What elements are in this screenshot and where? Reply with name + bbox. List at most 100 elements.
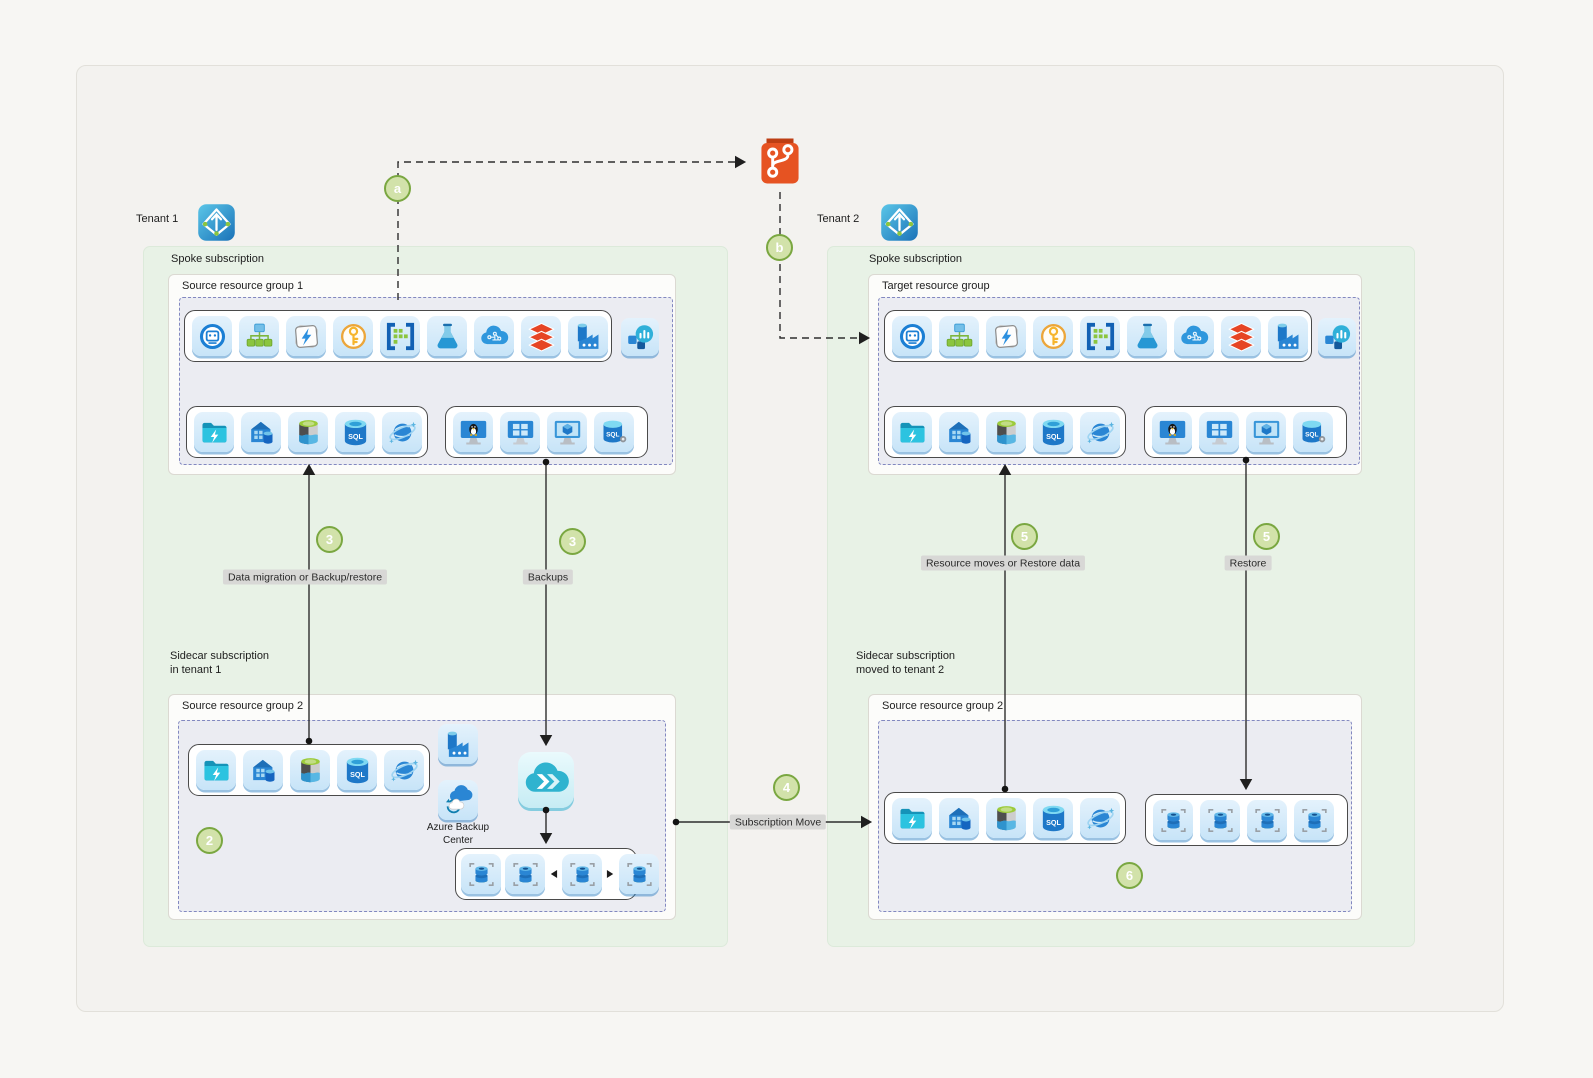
storage-account-icon <box>939 798 979 838</box>
source-resource-group-2-right-title: Source resource group 2 <box>882 700 1004 712</box>
flow-left-arrow <box>549 868 558 880</box>
data-factory-icon <box>438 724 478 764</box>
node-vm-icon <box>547 412 587 452</box>
entra-id-icon <box>197 203 236 242</box>
databricks-icon <box>1221 316 1261 356</box>
site-recovery-icon <box>518 752 574 808</box>
azure-monitor-icon <box>621 318 659 356</box>
source-resource-group-2-left-title: Source resource group 2 <box>182 700 304 712</box>
disk-snapshot-icon <box>505 854 545 894</box>
data-explorer-icon <box>380 316 420 356</box>
key-vault-icon <box>1033 316 1073 356</box>
sidecar-label-right: Sidecar subscription moved to tenant 2 <box>856 650 955 677</box>
cosmos-db-icon <box>1080 412 1120 452</box>
tenant2-label: Tenant 2 <box>817 213 860 225</box>
windows-vm-icon <box>500 412 540 452</box>
sidecar-label-left: Sidecar subscription in tenant 1 <box>170 650 269 677</box>
rg2-left-storage-icons: SQL <box>188 744 430 796</box>
files-share-icon <box>196 750 236 790</box>
step-b-badge: b <box>766 234 793 261</box>
rg1-left-storage-icons: SQL <box>186 406 428 458</box>
sidecar-label-right-line2: moved to tenant 2 <box>856 663 945 676</box>
rg1-right-service-icons <box>884 310 1312 362</box>
ai-cloud-icon <box>474 316 514 356</box>
backup-center-icon <box>438 780 478 820</box>
target-resource-group-title: Target resource group <box>882 280 990 292</box>
step-a-badge: a <box>384 175 411 202</box>
svg-text:SQL: SQL <box>1046 432 1061 441</box>
storage-account-icon <box>939 412 979 452</box>
ml-flask-icon <box>427 316 467 356</box>
panel-title-right: Spoke subscription <box>869 253 962 265</box>
cosmos-db-icon <box>1080 798 1120 838</box>
rg2-right-snapshot-icons <box>1145 794 1348 846</box>
sql-vm-icon: SQL <box>1293 412 1333 452</box>
svg-text:SQL: SQL <box>1046 818 1061 827</box>
rg1-left-service-icons <box>184 310 612 362</box>
step-3-left-badge: 3 <box>316 526 343 553</box>
sql-database-icon: SQL <box>335 412 375 452</box>
data-lake-icon <box>288 412 328 452</box>
sql-database-icon: SQL <box>1033 798 1073 838</box>
svg-text:SQL: SQL <box>348 432 363 441</box>
rg2-right-storage-icons: SQL <box>884 792 1126 844</box>
storage-account-icon <box>243 750 283 790</box>
disk-snapshot-icon <box>1200 800 1240 840</box>
storage-account-icon <box>241 412 281 452</box>
subscription-move-label: Subscription Move <box>729 814 827 830</box>
rg2-left-snapshot-icons <box>455 848 659 900</box>
step-2-badge: 2 <box>196 827 223 854</box>
ai-cloud-icon <box>1174 316 1214 356</box>
sql-database-icon: SQL <box>1033 412 1073 452</box>
step-3-right-badge: 3 <box>559 528 586 555</box>
sql-database-icon: SQL <box>337 750 377 790</box>
data-lake-icon <box>290 750 330 790</box>
cosmos-db-icon <box>382 412 422 452</box>
resource-tree-icon <box>239 316 279 356</box>
files-share-icon <box>892 412 932 452</box>
event-lightning-icon <box>286 316 326 356</box>
svg-text:SQL: SQL <box>1305 431 1318 438</box>
migration-label: Data migration or Backup/restore <box>222 569 388 585</box>
managed-identity-icon <box>192 316 232 356</box>
svg-text:SQL: SQL <box>350 770 365 779</box>
sidecar-label-left-line1: Sidecar subscription <box>170 650 270 662</box>
svg-text:SQL: SQL <box>606 431 619 438</box>
source-resource-group-1-title: Source resource group 1 <box>182 280 304 292</box>
node-vm-icon <box>1246 412 1286 452</box>
tenant1-label: Tenant 1 <box>136 213 179 225</box>
entra-id-icon <box>880 203 919 242</box>
key-vault-icon <box>333 316 373 356</box>
rg1-right-storage-icons: SQL <box>884 406 1126 458</box>
resource-tree-icon <box>939 316 979 356</box>
cosmos-db-icon <box>384 750 424 790</box>
disk-snapshot-icon <box>1153 800 1193 840</box>
azure-monitor-icon <box>1318 318 1356 356</box>
managed-identity-icon <box>892 316 932 356</box>
ml-flask-icon <box>1127 316 1167 356</box>
azure-backup-center-caption: Azure Backup Center <box>426 822 490 846</box>
disk-snapshot-icon <box>461 854 501 894</box>
data-factory-icon <box>568 316 608 356</box>
data-lake-icon <box>986 798 1026 838</box>
linux-vm-icon <box>453 412 493 452</box>
data-explorer-icon <box>1080 316 1120 356</box>
step-5-left-badge: 5 <box>1011 523 1038 550</box>
data-lake-icon <box>986 412 1026 452</box>
sidecar-label-right-line1: Sidecar subscription <box>856 650 956 662</box>
restore-label: Restore <box>1224 555 1272 571</box>
windows-vm-icon <box>1199 412 1239 452</box>
disk-snapshot-icon <box>1247 800 1287 840</box>
rg1-right-vm-icons: SQL <box>1144 406 1347 458</box>
files-share-icon <box>194 412 234 452</box>
panel-title-left: Spoke subscription <box>171 253 264 265</box>
files-share-icon <box>892 798 932 838</box>
sql-vm-icon: SQL <box>594 412 634 452</box>
rg1-left-vm-icons: SQL <box>445 406 648 458</box>
git-repo-icon <box>753 132 807 191</box>
databricks-icon <box>521 316 561 356</box>
step-5-right-badge: 5 <box>1253 523 1280 550</box>
disk-snapshot-icon <box>562 854 602 894</box>
linux-vm-icon <box>1152 412 1192 452</box>
